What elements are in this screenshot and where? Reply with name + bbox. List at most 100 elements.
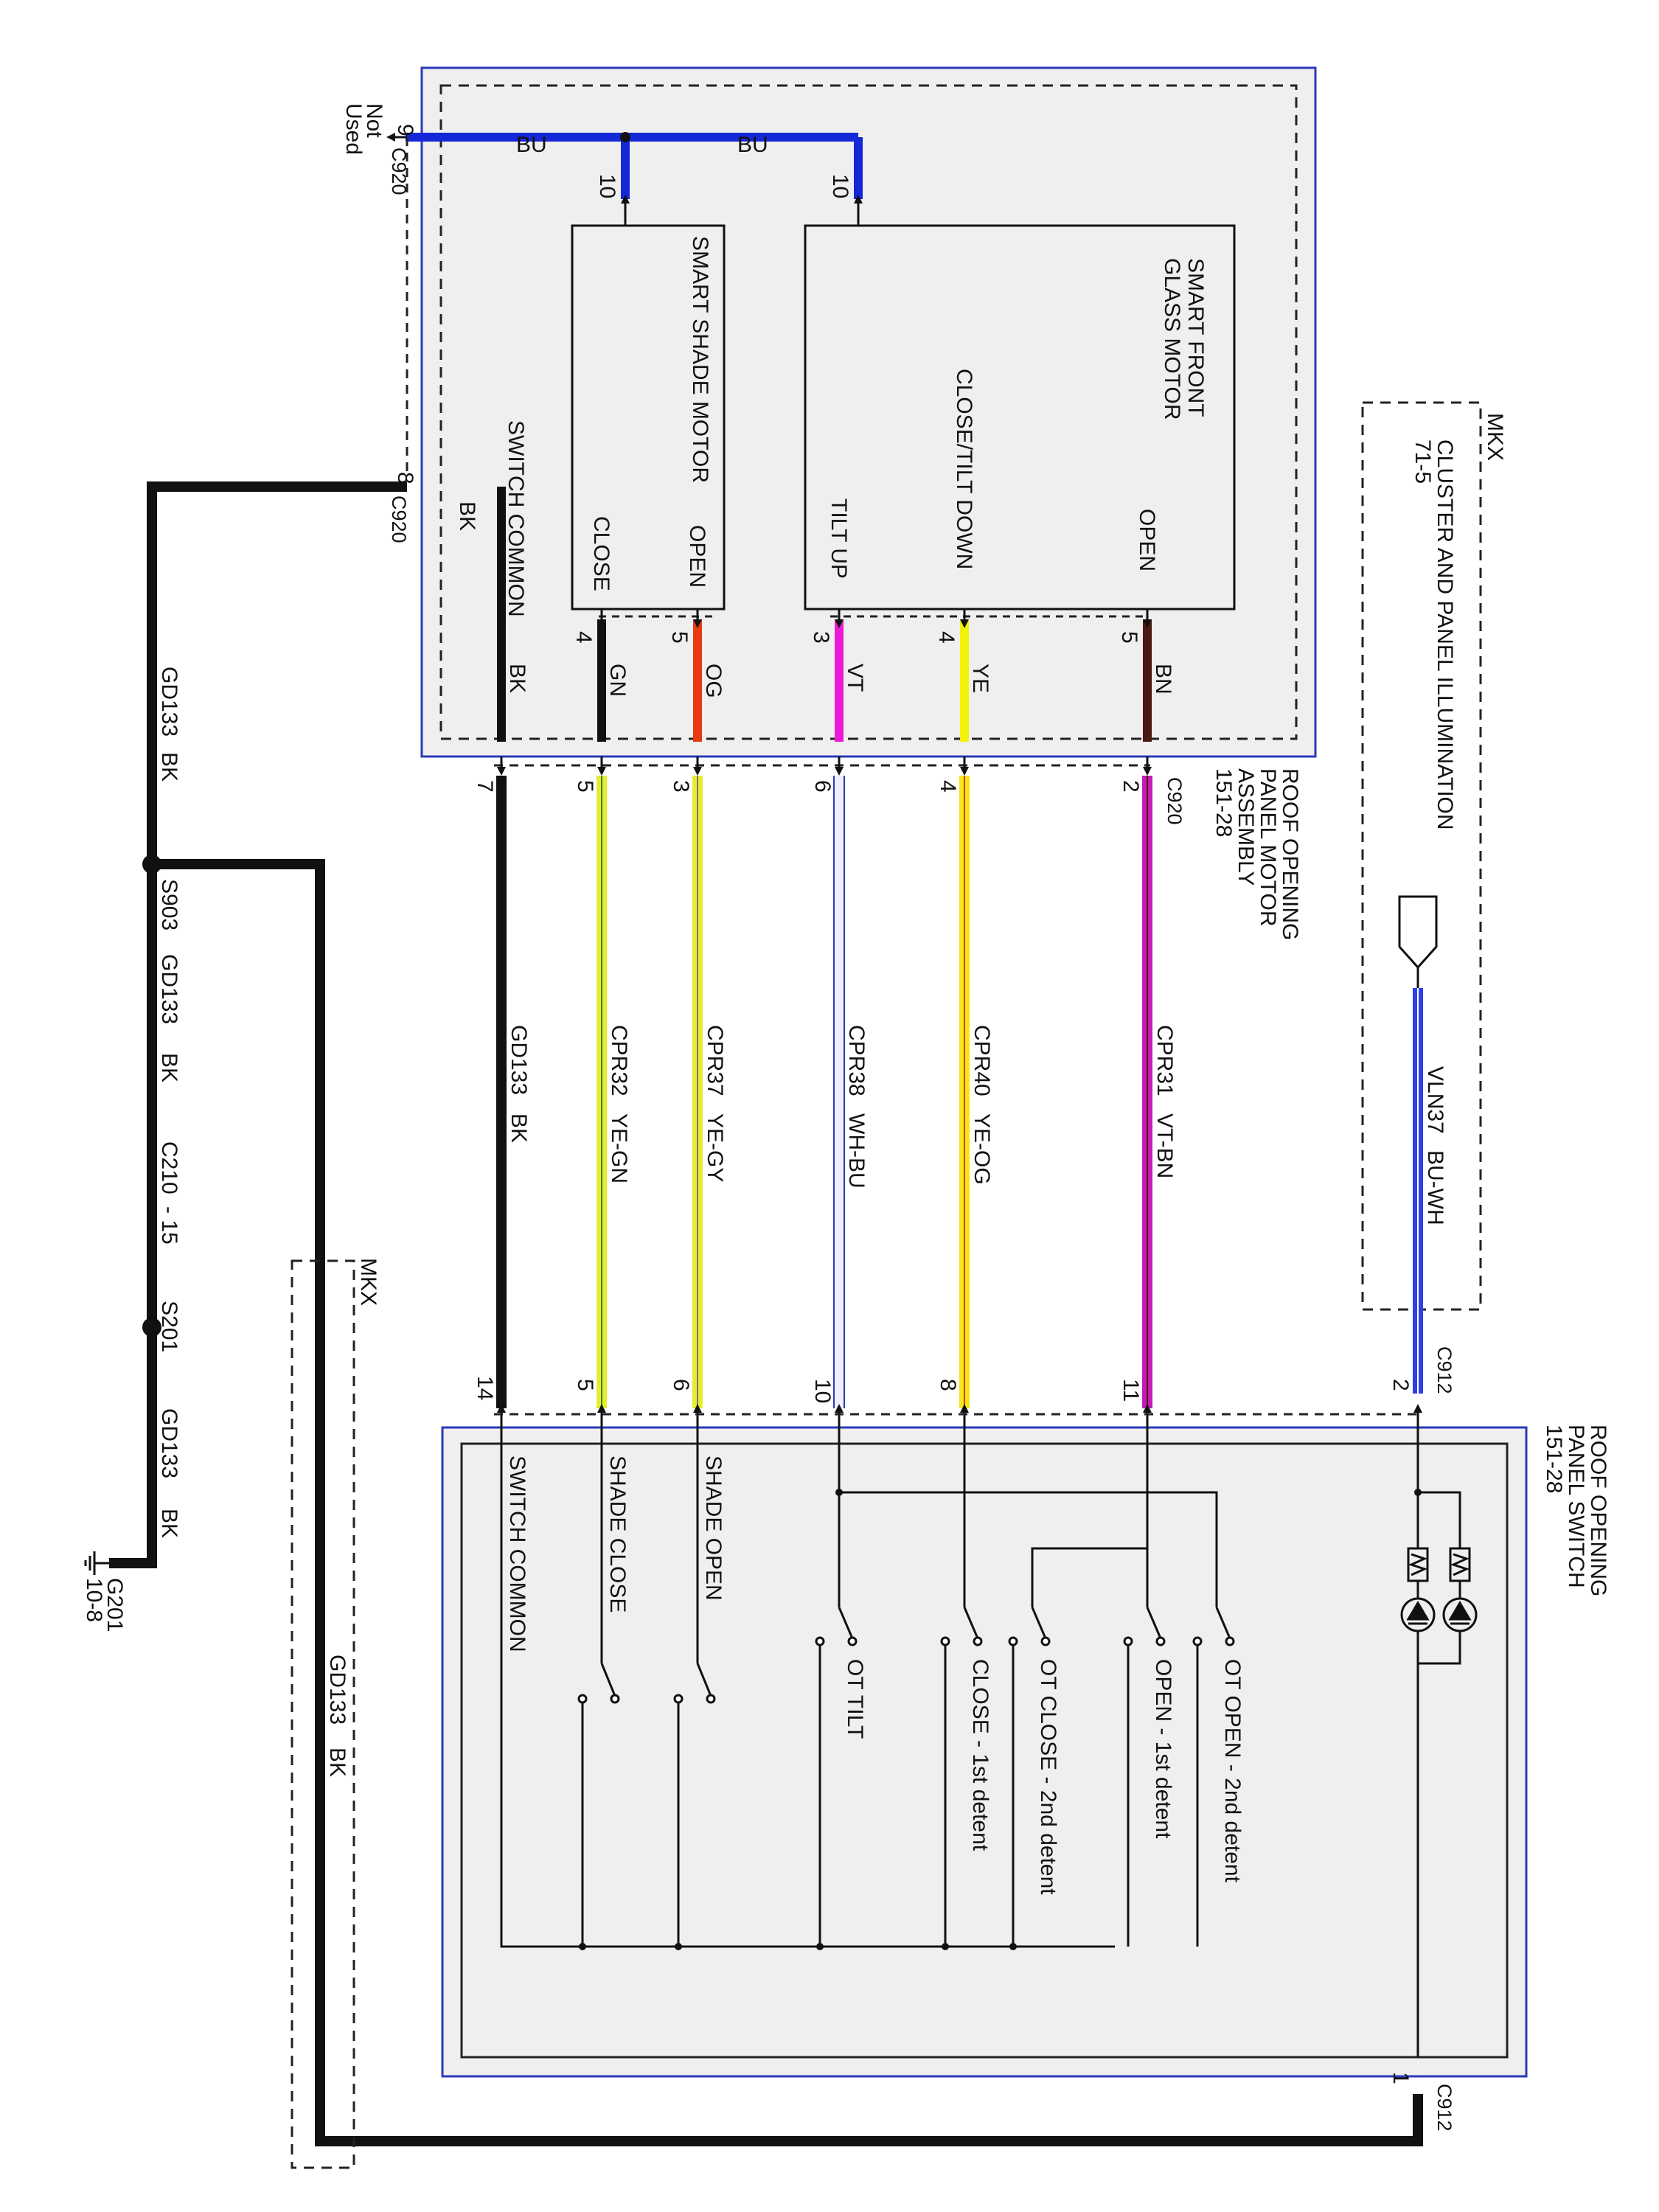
cpr38-color: WH-BU — [844, 1113, 869, 1189]
pin-vt: 3 — [809, 631, 833, 644]
switch-common-text: SWITCH COMMON — [505, 1455, 529, 1652]
illumination-leds — [1400, 1491, 1478, 1665]
roof-opening-panel-motor-assembly — [406, 66, 1317, 767]
pin10-shade: 10 — [595, 174, 619, 198]
gd133-a-name: GD133 — [157, 667, 181, 737]
code-og: OG — [701, 664, 726, 698]
switch-common-label: SWITCH COMMON — [504, 420, 528, 617]
gd133-a-color: BK — [157, 752, 181, 782]
c920-p7: 7 — [473, 780, 497, 793]
gd133-d-color: BK — [325, 1747, 349, 1777]
pin-gn: 4 — [571, 631, 596, 644]
code-bn: BN — [1151, 664, 1175, 695]
cpr37-name: CPR37 — [703, 1025, 727, 1096]
cluster-title: CLUSTER AND PANEL ILLUMINATION — [1433, 439, 1457, 830]
ot-tilt-text: OT TILT — [843, 1659, 867, 1739]
c920-pin8: 8 — [393, 472, 417, 484]
cpr32-name: CPR32 — [607, 1025, 631, 1096]
motor-assembly-title-1: ROOF OPENING — [1278, 768, 1302, 940]
ground-circuit — [84, 481, 1423, 2169]
switch-pin-11: 11 — [1119, 1379, 1143, 1402]
cpr31-name: CPR31 — [1152, 1025, 1177, 1096]
cpr32-color: YE-GN — [607, 1113, 631, 1183]
cluster-page: 71-5 — [1411, 439, 1435, 484]
switch-title-2: PANEL SWITCH — [1564, 1425, 1588, 1588]
switch-title-3: 151-28 — [1542, 1425, 1566, 1493]
shade-close-label: CLOSE — [589, 516, 613, 591]
switch-pin-5: 5 — [573, 1379, 597, 1391]
code-bk: BK — [505, 664, 529, 693]
cpr38-edge — [833, 776, 845, 1408]
c210-label: C210 — [157, 1141, 181, 1194]
c920-not-used-2: Used — [341, 103, 366, 155]
cpr40-name: CPR40 — [970, 1025, 994, 1096]
mkx-ground-label: MKX — [356, 1258, 380, 1306]
cluster-panel-illumination: MKX CLUSTER AND PANEL ILLUMINATION 71-5 … — [1361, 401, 1507, 1423]
bu-splice-dot — [620, 132, 630, 142]
bu-code-b: BU — [737, 133, 768, 157]
glass-close-tilt-down-label: CLOSE/TILT DOWN — [952, 369, 976, 569]
motor-assembly-title-4: 151-28 — [1211, 768, 1236, 837]
gd133-d-name: GD133 — [325, 1655, 349, 1725]
code-ye: YE — [968, 664, 992, 693]
gd133-c-name: GD133 — [157, 1408, 181, 1478]
switch-title-1: ROOF OPENING — [1586, 1425, 1610, 1596]
ot-open-feed — [839, 1491, 1218, 1607]
shade-open-text: SHADE OPEN — [701, 1455, 726, 1601]
roof-opening-panel-switch — [441, 1413, 1528, 2078]
smart-shade-motor-box — [571, 224, 726, 611]
code-vt: VT — [843, 664, 867, 692]
motor-assembly-title-2: PANEL MOTOR — [1256, 768, 1280, 926]
switch-pin-1: 1 — [1388, 2072, 1413, 2084]
glass-open-label: OPEN — [1135, 509, 1159, 571]
s201-splice — [142, 1318, 161, 1337]
gd133-c-color: BK — [157, 1509, 181, 1538]
switch-junctions — [579, 1489, 1422, 1950]
gd133-ground-wire — [109, 481, 407, 1568]
mkx-dashed-box — [291, 1259, 355, 2169]
open-1st-text: OPEN - 1st detent — [1151, 1659, 1175, 1839]
shade-open-label: OPEN — [685, 525, 709, 588]
bu-code-a: BU — [516, 133, 547, 157]
switch-pin-6: 6 — [669, 1379, 693, 1391]
cpr31-color: VT-BN — [1152, 1113, 1177, 1178]
ground-symbol — [84, 1551, 109, 1575]
c920-not-used-1: Not — [362, 103, 386, 138]
cpr40-color: YE-OG — [970, 1113, 994, 1185]
pin-ye: 4 — [934, 631, 959, 644]
code-bk-ext: BK — [455, 501, 479, 531]
pin-bn: 5 — [1117, 631, 1141, 644]
ot-close-feed — [1031, 1547, 1147, 1607]
switch-pin-14: 14 — [473, 1376, 497, 1400]
ot-open-2nd-text: OT OPEN - 2nd detent — [1220, 1659, 1245, 1883]
s903-label: S903 — [157, 879, 181, 931]
c920-conn-label: C920 — [1164, 777, 1186, 825]
cpr38-name: CPR38 — [844, 1025, 869, 1096]
close-1st-text: CLOSE - 1st detent — [968, 1659, 992, 1851]
c210-pin-label: - 15 — [157, 1206, 181, 1245]
gd133-b-name: GD133 — [157, 954, 181, 1024]
pin10-glass: 10 — [828, 174, 852, 198]
smart-shade-motor-title: SMART SHADE MOTOR — [688, 236, 712, 483]
vln37-color: BU-WH — [1423, 1150, 1447, 1225]
gd133-return-wire — [152, 859, 1423, 2146]
smart-front-glass-motor-box — [804, 224, 1236, 611]
c920-pin8-conn: C920 — [388, 495, 410, 543]
c920-p5: 5 — [573, 780, 597, 793]
vln37-name: VLN37 — [1423, 1066, 1447, 1134]
cluster-mkx: MKX — [1483, 413, 1507, 461]
glass-tilt-up-label: TILT UP — [827, 498, 851, 579]
g201-label: G201 — [102, 1578, 127, 1632]
c920-p2: 2 — [1119, 780, 1143, 793]
gd133-b-color: BK — [157, 1053, 181, 1082]
switch-common-bus — [500, 1423, 1115, 1948]
smart-front-glass-motor-title-1: SMART FRONT — [1183, 258, 1208, 417]
switch-contacts — [577, 1607, 1235, 1704]
c920-p6: 6 — [810, 780, 835, 793]
harness-wires — [496, 757, 1152, 1423]
switch-pin-8: 8 — [936, 1379, 960, 1391]
gd133-color: BK — [507, 1113, 531, 1143]
gd133-name: GD133 — [507, 1025, 531, 1095]
motor-pin-arrows — [597, 609, 1152, 628]
